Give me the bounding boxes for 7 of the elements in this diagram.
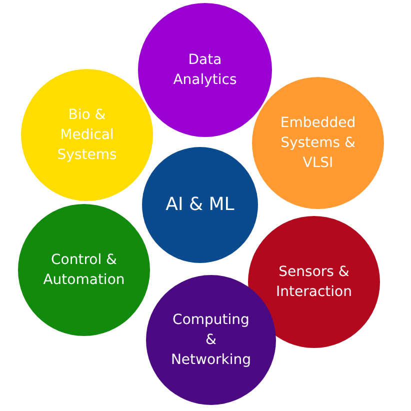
topic-label: Data Analytics	[172, 50, 238, 90]
topic-label: Control & Automation	[42, 250, 126, 290]
topic-label: Embedded Systems & VLSI	[279, 114, 357, 174]
topic-label: Sensors & Interaction	[275, 262, 353, 302]
topic-label: Bio & Medical Systems	[56, 106, 118, 166]
topic-label: AI & ML	[164, 192, 236, 217]
topic-label: Computing & Networking	[170, 310, 252, 370]
